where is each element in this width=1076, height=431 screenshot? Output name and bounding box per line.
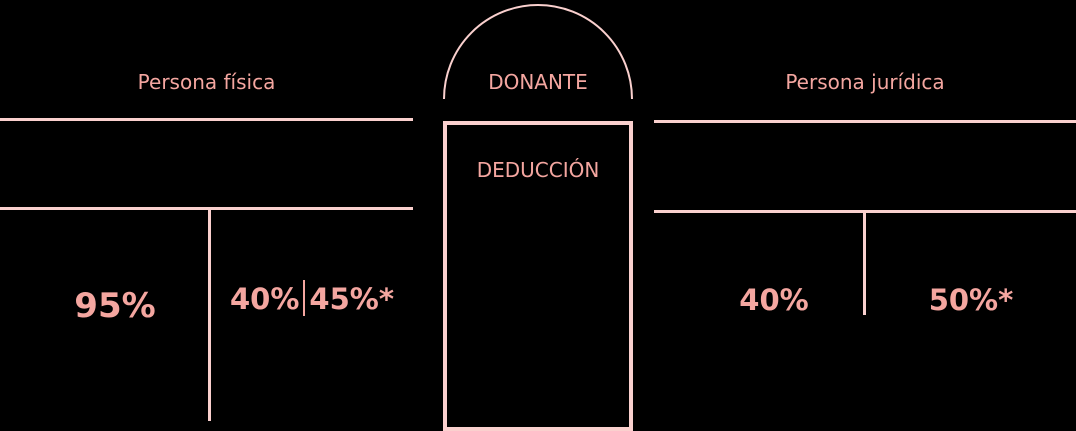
persona-juridica-value-2: 50%* — [928, 283, 1014, 317]
right-column-divider — [863, 212, 866, 315]
value-separator — [303, 280, 306, 316]
persona-fisica-title: Persona física — [137, 70, 276, 94]
donante-label: DONANTE — [488, 70, 588, 94]
right-middle-divider — [654, 210, 1076, 213]
persona-juridica-title: Persona jurídica — [785, 70, 945, 94]
persona-fisica-value-2a: 40% — [229, 282, 300, 316]
left-middle-divider — [0, 207, 413, 210]
persona-fisica-value-2b: 45%* — [309, 282, 394, 316]
persona-fisica-value-1: 95% — [74, 286, 156, 326]
persona-juridica-value-1: 40% — [739, 283, 809, 317]
left-top-divider — [0, 118, 413, 121]
right-top-divider — [654, 120, 1076, 123]
deduccion-label: DEDUCCIÓN — [476, 158, 600, 182]
left-column-divider — [208, 209, 211, 421]
persona-fisica-value-2: 40% 45%* — [211, 280, 413, 319]
